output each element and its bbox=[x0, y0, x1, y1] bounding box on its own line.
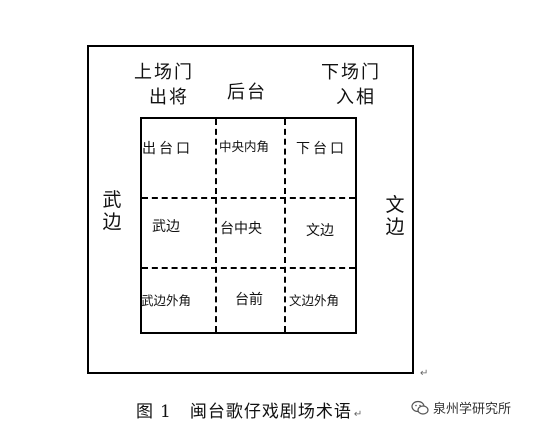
downstage-door-label: 下场门 bbox=[321, 62, 381, 83]
grid-divider-vertical-1 bbox=[215, 119, 217, 332]
cell-civil-side: 文边 bbox=[306, 223, 334, 239]
cell-center-inner-corner: 中央内角 bbox=[219, 139, 270, 154]
cell-martial-outer-corner: 武边外角 bbox=[141, 293, 192, 308]
cell-civil-outer-corner: 文边外角 bbox=[289, 293, 340, 308]
paragraph-mark: ↵ bbox=[420, 368, 429, 379]
cell-stage-center: 台中央 bbox=[220, 221, 262, 237]
stage-grid bbox=[140, 117, 357, 334]
cell-stage-front: 台前 bbox=[235, 292, 263, 308]
upstage-door-label: 上场门 bbox=[134, 62, 194, 83]
martial-side-char-1: 武 bbox=[102, 189, 122, 211]
figure-label: 图 bbox=[136, 402, 154, 422]
cell-downstage-exit: 下台口 bbox=[296, 141, 347, 157]
grid-divider-horizontal-1 bbox=[142, 197, 355, 199]
grid-divider-horizontal-2 bbox=[142, 267, 355, 269]
enter-minister-label: 入相 bbox=[336, 87, 376, 108]
wechat-icon bbox=[411, 400, 429, 415]
watermark-text: 泉州学研究所 bbox=[433, 402, 512, 417]
martial-side-label: 武 边 bbox=[101, 189, 123, 233]
cell-stage-exit: 出台口 bbox=[142, 141, 193, 157]
cell-martial-side: 武边 bbox=[152, 219, 180, 235]
watermark: 泉州学研究所 bbox=[411, 398, 511, 417]
backstage-label: 后台 bbox=[227, 82, 267, 103]
civil-side-label: 文 边 bbox=[384, 194, 406, 238]
exit-general-label: 出将 bbox=[149, 87, 189, 108]
civil-side-char-1: 文 bbox=[385, 194, 405, 216]
figure-title: 闽台歌仔戏剧场术语 bbox=[189, 402, 352, 422]
grid-divider-vertical-2 bbox=[284, 119, 286, 332]
martial-side-char-2: 边 bbox=[102, 211, 122, 233]
figure-number: 1 bbox=[160, 402, 172, 422]
outer-stage-frame bbox=[87, 45, 414, 374]
civil-side-char-2: 边 bbox=[385, 216, 405, 238]
caption-paragraph-mark: ↵ bbox=[353, 409, 364, 420]
